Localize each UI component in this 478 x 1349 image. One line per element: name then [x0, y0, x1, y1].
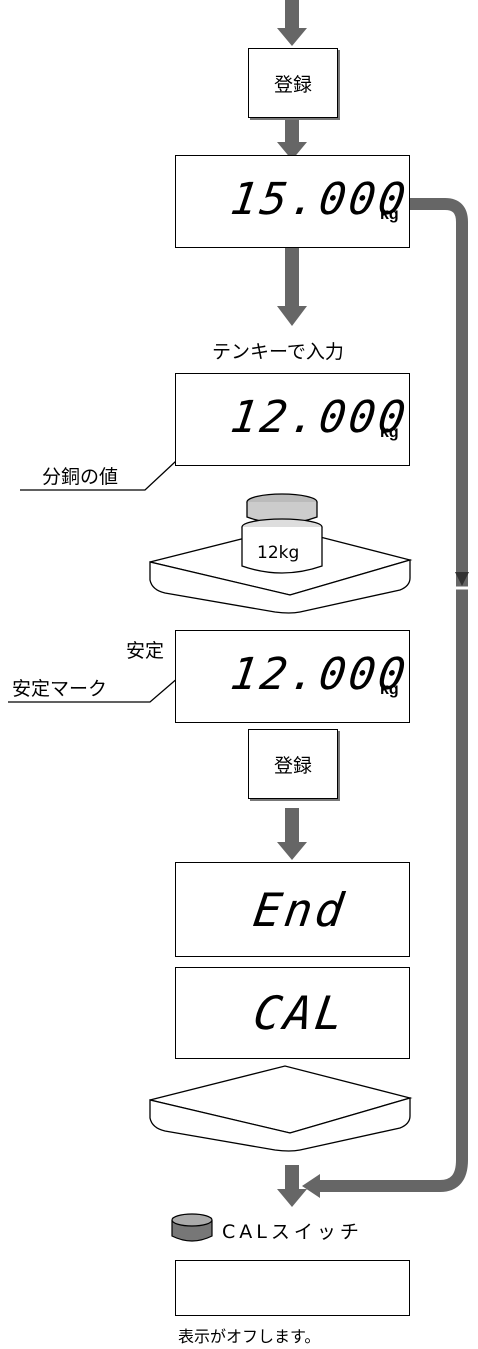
- display-1-unit: kg: [380, 206, 399, 223]
- weight-value-label: 分銅の値: [42, 466, 119, 488]
- display-panel-blank: [175, 1260, 410, 1316]
- display-panel-2: 12.000 kg: [175, 373, 412, 466]
- down-arrow-2: [277, 120, 307, 160]
- bypass-arrow: [318, 198, 468, 1192]
- register-button-label: 登録: [273, 73, 312, 96]
- stable-label: 安定: [126, 640, 165, 662]
- cal-switch-label: CALスイッチ: [222, 1221, 363, 1243]
- calibration-weight: [241, 493, 323, 574]
- register-button[interactable]: 登録: [248, 48, 338, 118]
- down-arrow-3: [277, 248, 307, 326]
- display-panel-end: End: [175, 862, 410, 957]
- weight-marking: 12kg: [257, 543, 300, 563]
- register-button-2[interactable]: 登録: [248, 729, 338, 799]
- display-off-text: 表示がオフします。: [178, 1327, 321, 1346]
- display-end-value: End: [250, 883, 350, 937]
- display-2-unit: kg: [380, 424, 399, 441]
- display-cal-value: CAL: [250, 986, 350, 1040]
- stable-mark-label: 安定マーク: [12, 678, 108, 700]
- bypass-marker: [455, 572, 469, 586]
- down-arrow-4: [277, 808, 307, 860]
- display-panel-3: 12.000 kg: [175, 630, 412, 723]
- display-3-unit: kg: [380, 681, 399, 698]
- down-arrow-1: [277, 0, 307, 46]
- display-panel-1: 15.000 kg: [175, 155, 412, 248]
- cal-switch-graphic: [171, 1213, 213, 1242]
- numeric-keypad-caption: テンキーで入力: [212, 341, 344, 363]
- weighing-pan-2: [149, 1065, 413, 1152]
- register-button-2-label: 登録: [273, 754, 312, 777]
- bypass-arrow-head: [302, 1174, 320, 1198]
- display-panel-cal: CAL: [175, 967, 410, 1059]
- down-arrow-5: [277, 1165, 307, 1207]
